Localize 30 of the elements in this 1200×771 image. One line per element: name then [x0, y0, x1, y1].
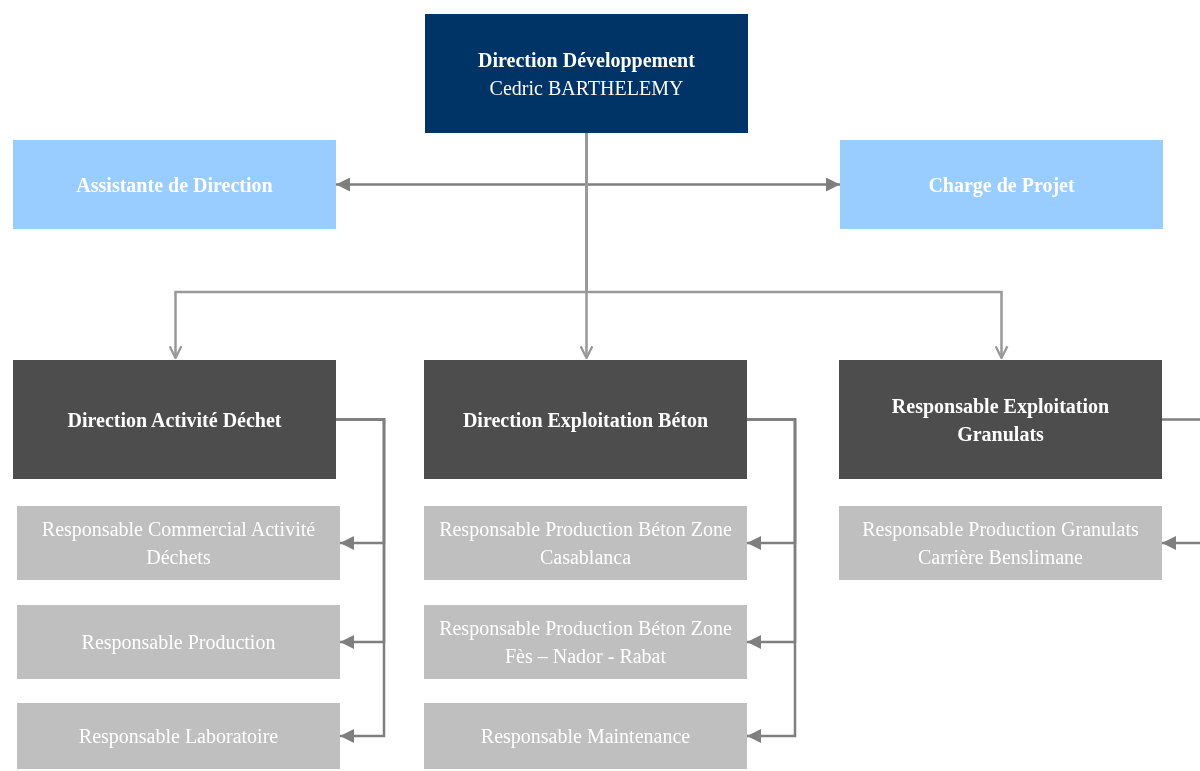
connector-arrow [336, 418, 386, 743]
role-title: Charge de Projet [928, 172, 1075, 199]
org-box [13, 140, 336, 229]
role-title: Responsable Maintenance [480, 724, 691, 750]
role-title: Responsable Production [81, 630, 276, 656]
org-box [424, 703, 747, 769]
role-title: Responsable Production Béton Zone Casablanca [438, 517, 733, 570]
person-name: Cedric BARTHELEMY [489, 75, 684, 101]
role-title: Responsable Exploitation Granulats [890, 393, 1111, 447]
org-box [424, 506, 747, 580]
org-box [839, 360, 1162, 479]
org-box [17, 703, 340, 769]
org-box [13, 360, 336, 479]
org-box [425, 14, 748, 133]
org-box [17, 605, 340, 679]
role-title: Direction Développement [478, 47, 695, 74]
org-box [840, 140, 1163, 229]
role-title: Responsable Commercial Activité Déchets [40, 517, 317, 570]
connector-arrow [1162, 418, 1200, 550]
org-box [424, 605, 747, 679]
role-title: Direction Activité Déchet [67, 407, 282, 433]
role-title: Responsable Laboratoire [78, 724, 279, 750]
role-title: Responsable Production Granulats Carrière Benslimane [861, 517, 1140, 570]
role-title: Direction Exploitation Béton [462, 407, 709, 434]
org-box [17, 506, 340, 580]
org-box [839, 506, 1162, 580]
connector-arrow [747, 418, 797, 743]
org-box [424, 360, 747, 479]
role-title: Assistante de Direction [76, 172, 273, 198]
role-title: Responsable Production Béton Zone Fès – Nador - Rabat [438, 616, 733, 669]
